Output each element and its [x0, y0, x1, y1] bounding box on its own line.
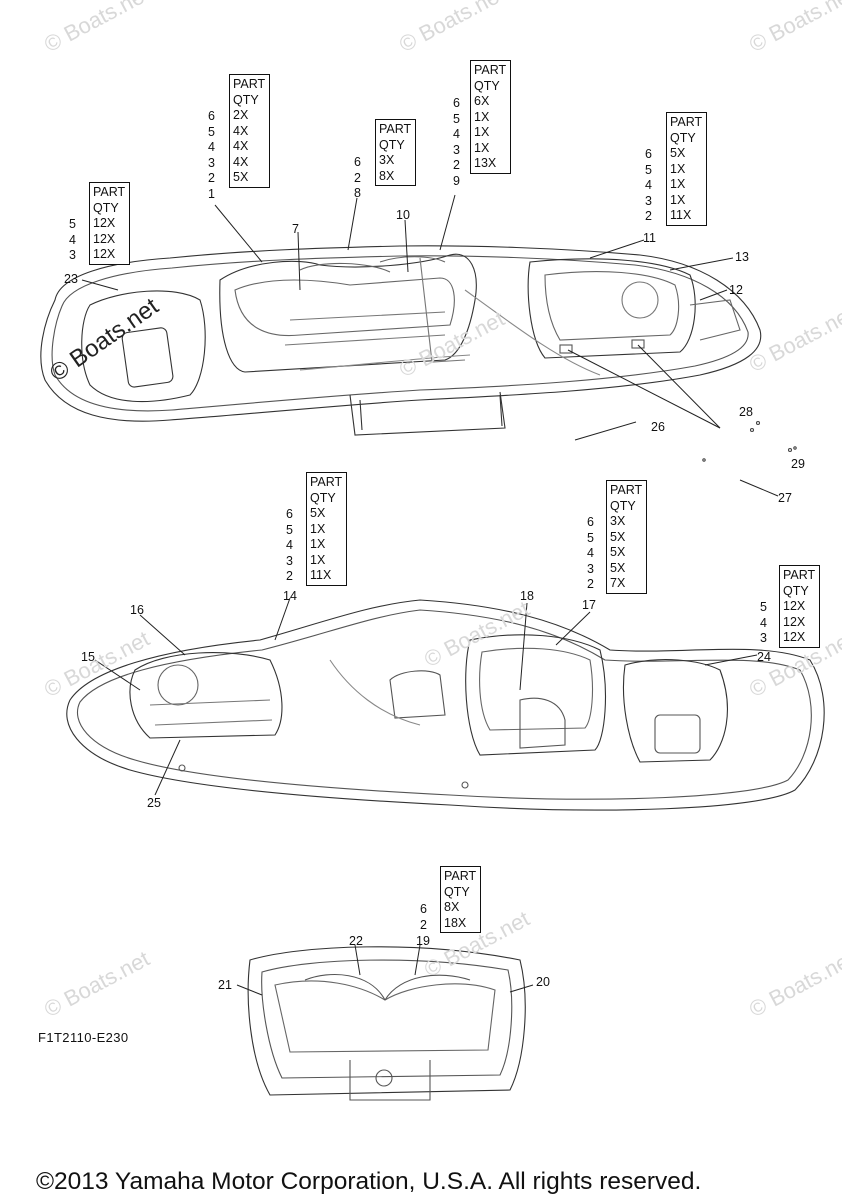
lower-leader-lines	[236, 944, 534, 996]
hardware-parts	[702, 420, 797, 462]
callout-24: 24	[757, 650, 771, 664]
callout-7: 7	[292, 222, 299, 236]
drawing-code: F1T2110-E230	[38, 1030, 129, 1045]
callout-23: 23	[64, 272, 78, 286]
callout-12: 12	[729, 283, 743, 297]
callout-19: 19	[416, 934, 430, 948]
callout-20: 20	[536, 975, 550, 989]
callout-27: 27	[778, 491, 792, 505]
middle-leader-lines	[94, 597, 758, 796]
upper-leader-lines	[81, 194, 779, 497]
callout-21: 21	[218, 978, 232, 992]
callout-14: 14	[283, 589, 297, 603]
callout-22: 22	[349, 934, 363, 948]
callout-26: 26	[651, 420, 665, 434]
lower-boat-outline	[247, 946, 526, 1101]
upper-boat-outline	[40, 245, 762, 436]
callout-15: 15	[81, 650, 95, 664]
callout-13: 13	[735, 250, 749, 264]
callout-25: 25	[147, 796, 161, 810]
callout-28: 28	[739, 405, 753, 419]
callout-10: 10	[396, 208, 410, 222]
callout-17: 17	[582, 598, 596, 612]
callout-11: 11	[643, 231, 656, 245]
callout-29: 29	[791, 457, 805, 471]
copyright-notice: ©2013 Yamaha Motor Corporation, U.S.A. A…	[36, 1168, 702, 1195]
callout-18: 18	[520, 589, 534, 603]
callout-16: 16	[130, 603, 144, 617]
middle-boat-outline	[66, 599, 825, 811]
